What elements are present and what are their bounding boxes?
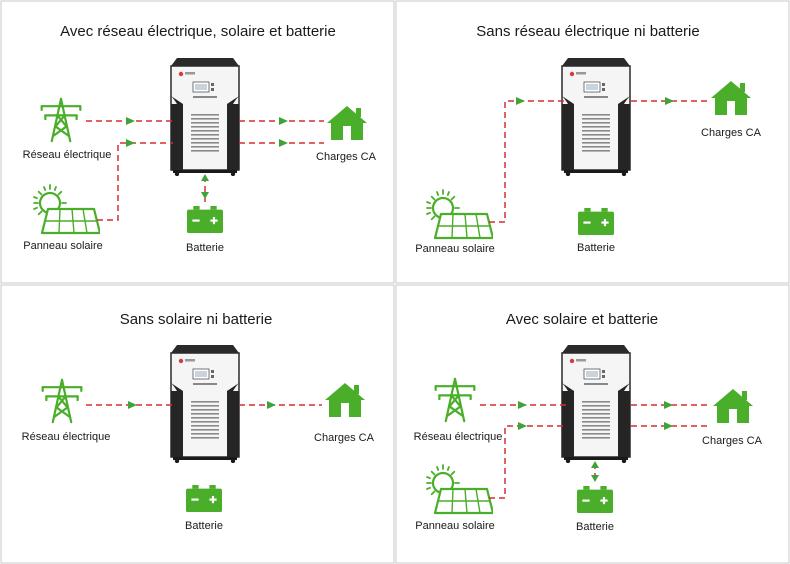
grid-tower-icon [434,377,476,423]
grid-label: Réseau électrique [23,149,112,161]
panel-2: Sans réseau électrique ni batterie Panne… [415,23,761,255]
panel-title: Avec solaire et batterie [506,311,658,328]
battery-label: Batterie [576,521,614,533]
battery-label: Batterie [577,242,615,254]
battery-icon [187,206,223,233]
battery-icon [186,485,222,512]
grid-label: Réseau électrique [22,431,111,443]
panel-frame-4 [395,284,790,564]
grid-tower-icon [40,97,82,143]
load-label: Charges CA [702,435,763,447]
inverter-icon [561,344,631,463]
solar-panel-icon [425,463,493,515]
panel-title: Avec réseau électrique, solaire et batte… [60,23,336,40]
panel-frame-3 [0,284,395,564]
flow-arrows [516,97,674,105]
flow-arrows [126,117,288,199]
grid-tower-icon [41,378,83,424]
panel-frame-1 [0,0,395,284]
grid-label: Réseau électrique [414,431,503,443]
panel-4: Avec solaire et batterie Réseau électriq… [414,311,763,533]
house-icon [325,383,365,417]
flow-arrows [128,401,276,409]
battery-label: Batterie [186,242,224,254]
inverter-icon [561,57,631,176]
load-label: Charges CA [316,151,377,163]
house-icon [713,389,753,423]
solar-label: Panneau solaire [415,243,495,255]
panel-frame-2 [395,0,790,284]
load-label: Charges CA [314,432,375,444]
load-label: Charges CA [701,127,762,139]
battery-icon [577,486,613,513]
battery-label: Batterie [185,520,223,532]
solar-panel-icon [425,188,493,240]
house-icon [327,106,367,140]
panel-title: Sans réseau électrique ni batterie [476,23,699,40]
inverter-icon [170,344,240,463]
panel-3: Sans solaire ni batterie Réseau électriq… [22,311,375,532]
solar-label: Panneau solaire [415,520,495,532]
solar-label: Panneau solaire [23,240,103,252]
house-icon [711,81,751,115]
solar-panel-icon [32,183,100,235]
flow-lines [489,100,710,223]
battery-icon [578,208,614,235]
flow-arrows [518,401,673,482]
inverter-icon [170,57,240,176]
panel-title: Sans solaire ni batterie [120,311,273,328]
panel-1: Avec réseau électrique, solaire et batte… [23,23,377,254]
